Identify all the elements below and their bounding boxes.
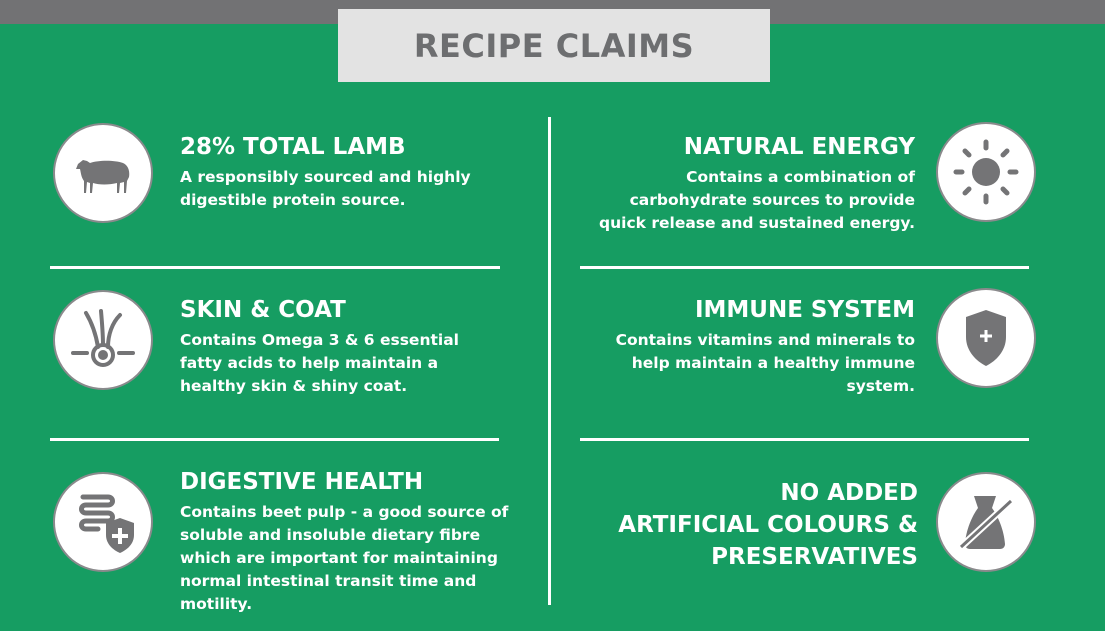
divider	[50, 438, 499, 441]
claim-text: healthy skin & shiny coat.	[180, 377, 408, 395]
claim-text: A responsibly sourced and highly	[180, 168, 471, 186]
claim-text: Contains Omega 3 & 6 essential	[180, 331, 459, 349]
claim-text: digestible protein source.	[180, 191, 406, 209]
claim-heading: DIGESTIVE HEALTH	[180, 469, 424, 495]
intestine-shield-icon	[53, 472, 153, 572]
claim-text: Contains vitamins and minerals to	[615, 331, 915, 349]
title-box: RECIPE CLAIMS	[338, 9, 770, 82]
claim-text: Contains beet pulp - a good source of	[180, 503, 509, 521]
divider	[580, 438, 1029, 441]
claim-heading: IMMUNE SYSTEM	[694, 297, 915, 323]
hair-follicle-icon	[53, 290, 153, 390]
claim-digestive: DIGESTIVE HEALTH Contains beet pulp - a …	[180, 467, 550, 616]
vertical-divider	[548, 117, 551, 605]
claim-heading: ARTIFICIAL COLOURS &	[618, 512, 918, 538]
claim-text: soluble and insoluble dietary fibre	[180, 526, 481, 544]
claim-energy: NATURAL ENERGY Contains a combination of…	[555, 132, 915, 235]
claim-text: motility.	[180, 595, 253, 613]
claim-text: carbohydrate sources to provide	[629, 191, 915, 209]
divider	[580, 266, 1029, 269]
sheep-icon	[53, 123, 153, 223]
claim-heading: PRESERVATIVES	[711, 544, 918, 570]
claim-text: help maintain a healthy immune	[631, 354, 915, 372]
claim-immune: IMMUNE SYSTEM Contains vitamins and mine…	[555, 295, 915, 398]
claim-text: normal intestinal transit time and	[180, 572, 477, 590]
claim-heading: SKIN & COAT	[180, 297, 346, 323]
sun-icon	[936, 122, 1036, 222]
claim-no-artificial: NO ADDED ARTIFICIAL COLOURS & PRESERVATI…	[558, 477, 918, 573]
no-flask-icon	[936, 472, 1036, 572]
claim-skin-coat: SKIN & COAT Contains Omega 3 & 6 essenti…	[180, 295, 540, 398]
claim-text: which are important for maintaining	[180, 549, 498, 567]
claim-text: Contains a combination of	[686, 168, 915, 186]
claim-text: quick release and sustained energy.	[599, 214, 915, 232]
divider	[50, 266, 500, 269]
claim-heading: 28% TOTAL LAMB	[180, 134, 406, 160]
claim-heading: NATURAL ENERGY	[683, 134, 915, 160]
claim-heading: NO ADDED	[780, 480, 918, 506]
claim-lamb: 28% TOTAL LAMB A responsibly sourced and…	[180, 132, 540, 212]
shield-plus-icon	[936, 288, 1036, 388]
page-title: RECIPE CLAIMS	[413, 26, 695, 65]
claim-text: fatty acids to help maintain a	[180, 354, 439, 372]
claim-text: system.	[846, 377, 915, 395]
